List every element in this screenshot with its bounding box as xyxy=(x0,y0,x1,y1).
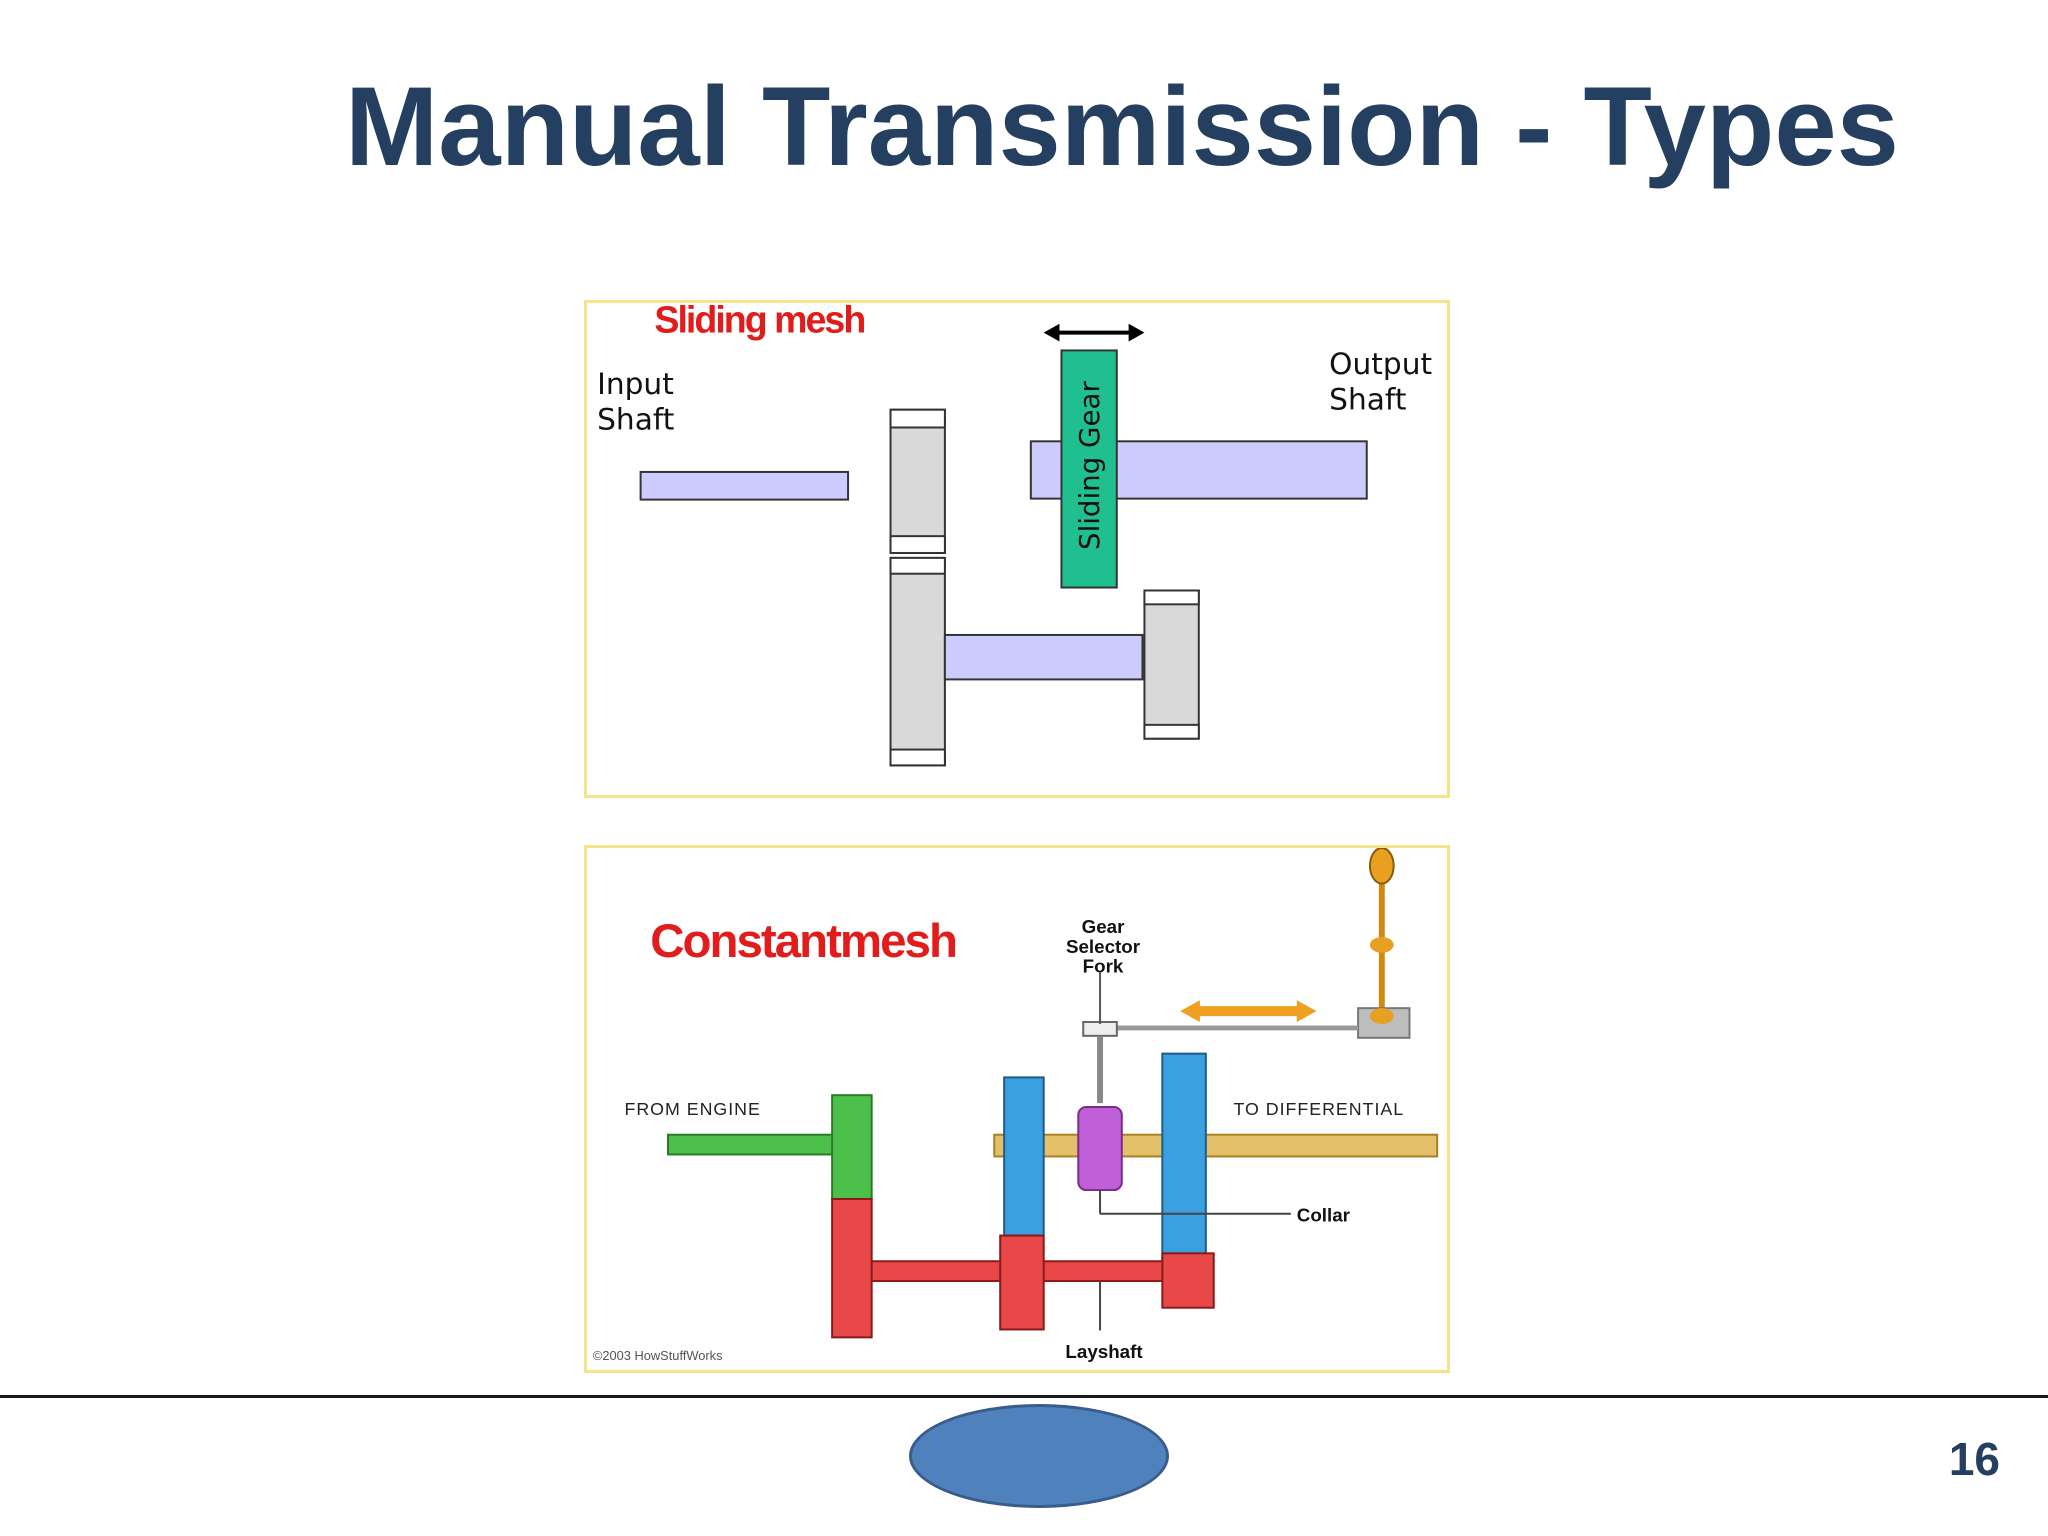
sliding-gear xyxy=(1060,349,1118,589)
sliding-gear-label: Sliding Gear xyxy=(1073,381,1106,550)
to-differential-label: TO DIFFERENTIAL xyxy=(1234,1099,1405,1119)
from-engine-label: FROM ENGINE xyxy=(625,1099,761,1119)
output-shaft xyxy=(993,1133,1439,1158)
fork-label-line2: Selector xyxy=(1066,936,1141,957)
constant-mesh-svg: Constantmesh Gear Selector Fork FROM ENG… xyxy=(593,848,1439,1363)
layshaft-gear-3 xyxy=(1161,1252,1215,1309)
shift-knob xyxy=(1368,848,1395,885)
blue-gear-right xyxy=(1161,1052,1207,1263)
sliding-mesh-diagram: Sliding mesh Input Shaft Output Shaft Sl… xyxy=(584,300,1450,798)
collar-label: Collar xyxy=(1297,1205,1351,1226)
input-shaft-label-line2: Shaft xyxy=(597,401,674,436)
engine-shaft xyxy=(667,1133,836,1156)
fork-label-line3: Fork xyxy=(1083,956,1124,977)
copyright-label: ©2003 HowStuffWorks xyxy=(593,1348,723,1363)
output-shaft-label-line1: Output xyxy=(1329,346,1432,381)
slide-title: Manual Transmission - Types xyxy=(345,64,1899,189)
output-shaft-label-line2: Shaft xyxy=(1329,382,1406,417)
layshaft-gear-1 xyxy=(831,1197,873,1339)
input-shaft-label-line1: Input xyxy=(597,366,674,401)
collar xyxy=(1077,1106,1123,1192)
layshaft-gear-small xyxy=(1143,589,1200,740)
sliding-mesh-heading: Sliding mesh xyxy=(654,303,864,341)
constant-mesh-diagram: Constantmesh Gear Selector Fork FROM ENG… xyxy=(584,845,1450,1373)
layshaft-gear-large xyxy=(889,556,946,767)
footer-divider xyxy=(0,1395,2048,1398)
constant-mesh-heading: Constantmesh xyxy=(650,915,956,968)
sliding-mesh-svg: Sliding mesh Input Shaft Output Shaft Sl… xyxy=(597,303,1432,767)
slide-number: 16 xyxy=(1948,1433,2000,1485)
input-gear-green xyxy=(831,1094,873,1200)
layshaft xyxy=(943,633,1144,681)
input-shaft xyxy=(639,470,850,501)
input-gear xyxy=(889,408,946,554)
layshaft-label: Layshaft xyxy=(1065,1341,1143,1362)
blue-gear-left xyxy=(1003,1076,1045,1237)
footer-oval-shape xyxy=(909,1404,1169,1508)
fork-label-line1: Gear xyxy=(1082,916,1125,937)
layshaft-gear-2 xyxy=(999,1234,1045,1331)
